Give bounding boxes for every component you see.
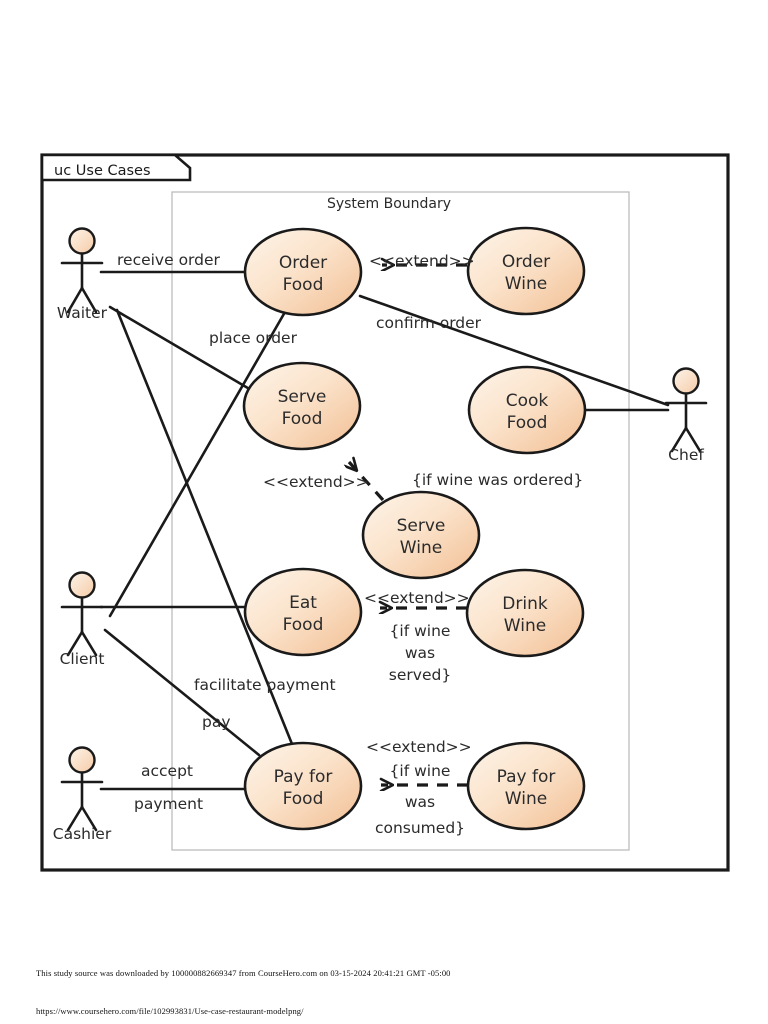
- label-condition-wine-consumed-2: was: [405, 793, 435, 811]
- assoc-confirm-order-line: [358, 294, 670, 407]
- use-case-label: Cook: [506, 391, 549, 411]
- source-url[interactable]: https://www.coursehero.com/file/10299383…: [36, 1006, 304, 1016]
- actors: Waiter Chef Client: [53, 227, 708, 844]
- label-accept: accept: [141, 762, 193, 780]
- use-case-label: Order: [502, 252, 550, 272]
- use-case-serve-wine[interactable]: Serve Wine: [361, 490, 481, 580]
- label-confirm-order: confirm order: [376, 314, 482, 332]
- label-extend-serve-wine: <<extend>>: [263, 473, 369, 491]
- use-case-label: Food: [283, 615, 324, 635]
- use-case-label: Drink: [502, 594, 548, 614]
- label-extend-pay-for-wine: <<extend>>: [366, 738, 472, 756]
- use-case-label: Wine: [504, 616, 546, 636]
- use-case-label: Wine: [505, 274, 547, 294]
- download-notice: This study source was downloaded by 1000…: [36, 968, 451, 978]
- use-case-label: Wine: [400, 538, 442, 558]
- assoc-facilitate-payment-line: [115, 308, 294, 746]
- use-case-nodes: Order Food Order Wine Serve Food Cook Fo…: [242, 226, 587, 831]
- actor-leg-left: [66, 286, 84, 314]
- actor-cashier[interactable]: Cashier: [53, 746, 112, 844]
- label-receive-order: receive order: [117, 251, 221, 269]
- actor-label: Cashier: [53, 825, 112, 843]
- assoc-client-order-food-line: [108, 310, 287, 618]
- assoc-pay-line: [103, 628, 261, 757]
- edge-labels: receive order place order confirm order …: [117, 251, 583, 837]
- system-boundary: [171, 191, 630, 851]
- actor-chef[interactable]: Chef: [664, 367, 708, 465]
- actor-leg-left: [66, 630, 84, 657]
- label-extend-order-wine: <<extend>>: [369, 252, 475, 270]
- actor-waiter[interactable]: Waiter: [57, 227, 108, 323]
- label-payment: payment: [134, 795, 203, 813]
- use-case-label: Food: [283, 789, 324, 809]
- label-facilitate-payment: facilitate payment: [194, 676, 336, 694]
- use-case-label: Food: [283, 275, 324, 295]
- use-case-label: Serve: [397, 516, 446, 536]
- label-condition-wine-served-2: was: [405, 644, 435, 662]
- actor-label: Waiter: [57, 304, 108, 322]
- use-case-label: Serve: [278, 387, 327, 407]
- use-case-label: Pay for: [497, 767, 556, 787]
- frame-label: uc Use Cases: [54, 163, 151, 179]
- use-case-pay-for-wine[interactable]: Pay for Wine: [466, 741, 586, 831]
- use-case-label: Food: [282, 409, 323, 429]
- label-pay: pay: [202, 713, 231, 731]
- use-case-label: Wine: [505, 789, 547, 809]
- actor-head-icon: [68, 571, 96, 599]
- label-extend-drink-wine: <<extend>>: [364, 589, 470, 607]
- use-case-eat-food[interactable]: Eat Food: [243, 567, 363, 657]
- actor-label: Client: [60, 650, 105, 668]
- actor-leg-right: [80, 630, 98, 657]
- label-condition-wine-served-1: {if wine: [390, 622, 451, 640]
- actor-leg-left: [66, 805, 84, 832]
- actor-leg-right: [80, 286, 98, 314]
- label-condition-wine-ordered: {if wine was ordered}: [412, 471, 583, 489]
- actor-label: Chef: [668, 446, 704, 464]
- use-case-label: Pay for: [274, 767, 333, 787]
- use-case-drink-wine[interactable]: Drink Wine: [465, 568, 585, 658]
- use-case-pay-for-food[interactable]: Pay for Food: [243, 741, 363, 831]
- label-condition-wine-consumed-1: {if wine: [390, 762, 451, 780]
- use-case-cook-food[interactable]: Cook Food: [467, 365, 587, 455]
- use-case-label: Food: [507, 413, 548, 433]
- actor-leg-right: [684, 426, 702, 453]
- extend-relationships: [349, 265, 468, 785]
- use-case-serve-food[interactable]: Serve Food: [242, 361, 362, 451]
- actor-head-icon: [672, 367, 700, 395]
- use-case-label: Order: [279, 253, 327, 273]
- actor-leg-left: [670, 426, 688, 453]
- actor-head-icon: [68, 227, 96, 255]
- label-place-order: place order: [209, 329, 298, 347]
- use-case-order-wine[interactable]: Order Wine: [466, 226, 586, 316]
- extend-serve-wine-arrow: [349, 462, 385, 502]
- association-lines: [99, 270, 670, 791]
- frame-name-tab: [40, 153, 192, 182]
- label-condition-wine-served-3: served}: [389, 666, 451, 684]
- actor-leg-right: [80, 805, 98, 832]
- system-boundary-title: System Boundary: [327, 196, 451, 212]
- use-case-order-food[interactable]: Order Food: [243, 227, 363, 317]
- assoc-waiter-serve-food-line: [108, 305, 260, 396]
- actor-head-icon: [68, 746, 96, 774]
- label-condition-wine-consumed-3: consumed}: [375, 819, 465, 837]
- use-case-label: Eat: [289, 593, 317, 613]
- actor-client[interactable]: Client: [60, 571, 105, 669]
